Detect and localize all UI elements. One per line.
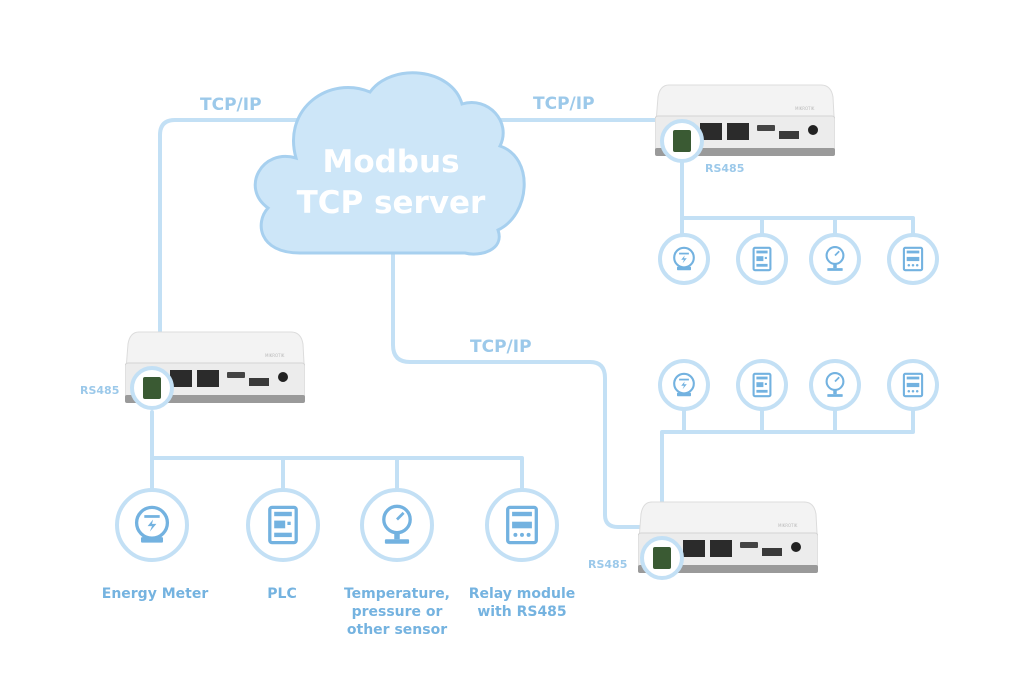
link-bottom-label: TCP/IP <box>470 337 532 357</box>
device-sensor <box>809 233 861 285</box>
gateway-top-right: RS485 <box>655 84 835 175</box>
rs485-left-bus <box>150 456 524 492</box>
device-energy-meter <box>658 359 710 411</box>
device-relay <box>887 359 939 411</box>
device-plc <box>736 359 788 411</box>
link-left-line <box>158 118 302 347</box>
relay-label-line2: with RS485 <box>477 604 566 620</box>
link-top-right-label: TCP/IP <box>533 94 595 114</box>
gateway-bottom-right-rs485-label: RS485 <box>588 558 627 571</box>
rs485-top-bus <box>680 216 915 236</box>
device-plc <box>736 233 788 285</box>
relay-label-line1: Relay module <box>469 586 576 602</box>
device-sensor <box>809 359 861 411</box>
cloud-title-line2: TCP server <box>297 185 486 221</box>
gateway-top-right-rs485-label: RS485 <box>705 162 744 175</box>
device-relay <box>887 233 939 285</box>
gateway-left-rs485-label: RS485 <box>80 384 119 397</box>
device-sensor <box>360 488 434 562</box>
rs485-left-taps <box>150 456 399 492</box>
connection-lines <box>150 118 915 542</box>
rs485-bottom-bus <box>660 408 915 542</box>
terminal-block-icon <box>143 377 161 399</box>
bottom-bus-devices <box>658 359 939 411</box>
terminal-block-icon <box>673 130 691 152</box>
sensor-label-line1: Temperature, <box>344 586 450 602</box>
modbus-cloud: Modbus TCP server <box>253 71 526 256</box>
plc-label: PLC <box>267 586 296 602</box>
device-relay <box>485 488 559 562</box>
terminal-block-icon <box>653 547 671 569</box>
link-bottom-line <box>391 253 650 529</box>
gateway-left: RS485 <box>80 331 305 410</box>
device-energy-meter <box>658 233 710 285</box>
energy-meter-label: Energy Meter <box>102 586 209 602</box>
sensor-label-line3: other sensor <box>347 622 447 638</box>
device-energy-meter <box>115 488 189 562</box>
cloud-title-line1: Modbus <box>322 144 459 180</box>
device-plc <box>246 488 320 562</box>
link-left-label: TCP/IP <box>200 95 262 115</box>
sensor-label-line2: pressure or <box>352 604 443 620</box>
gateway-bottom-right: RS485 <box>588 501 818 580</box>
top-bus-devices <box>658 233 939 285</box>
